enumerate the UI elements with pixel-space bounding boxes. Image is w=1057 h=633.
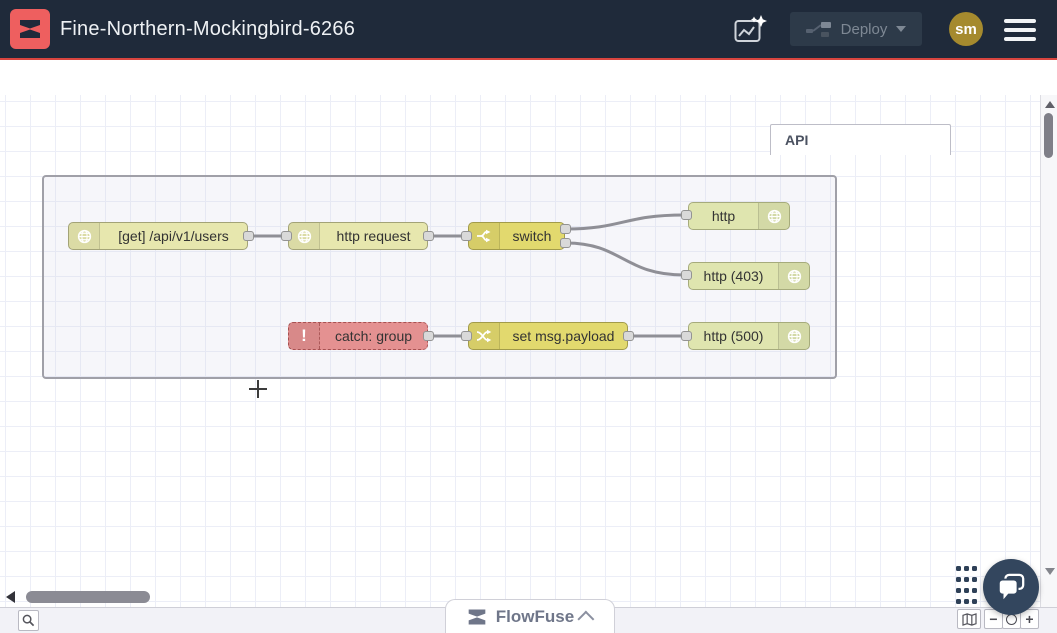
node-catch[interactable]: ! catch: group bbox=[288, 322, 428, 350]
menu-bar-icon bbox=[1004, 28, 1036, 32]
input-port[interactable] bbox=[681, 270, 692, 280]
flowfuse-brand-label: FlowFuse bbox=[496, 607, 574, 627]
globe-icon bbox=[778, 263, 809, 289]
node-label: catch: group bbox=[320, 323, 427, 349]
flow-tab-bar: Development Supplier Details OPCUA Read … bbox=[0, 60, 1057, 95]
search-icon bbox=[22, 614, 35, 627]
input-port[interactable] bbox=[461, 331, 472, 341]
input-port[interactable] bbox=[461, 231, 472, 241]
node-label: set msg.payload bbox=[500, 323, 627, 349]
switch-icon bbox=[469, 223, 500, 249]
main-menu-button[interactable] bbox=[1004, 19, 1036, 41]
node-label: http request bbox=[320, 223, 427, 249]
flow-assistant-icon[interactable] bbox=[734, 14, 768, 44]
vertical-scrollbar[interactable] bbox=[1040, 95, 1057, 607]
chat-drag-handle[interactable] bbox=[956, 566, 977, 604]
node-http-in[interactable]: [get] /api/v1/users bbox=[68, 222, 248, 250]
zoom-reset-icon bbox=[1006, 614, 1017, 625]
chevron-up-icon[interactable] bbox=[578, 611, 595, 628]
flowfuse-logo-icon bbox=[466, 607, 488, 627]
menu-bar-icon bbox=[1004, 19, 1036, 23]
tab-api[interactable]: API bbox=[770, 124, 951, 155]
node-label: http bbox=[689, 203, 758, 229]
input-port[interactable] bbox=[681, 331, 692, 341]
output-port[interactable] bbox=[423, 231, 434, 241]
output-port[interactable] bbox=[623, 331, 634, 341]
exclamation-icon: ! bbox=[289, 323, 320, 349]
globe-icon bbox=[289, 223, 320, 249]
deploy-icon bbox=[806, 21, 832, 37]
scroll-left-icon[interactable] bbox=[6, 591, 15, 603]
globe-icon bbox=[758, 203, 789, 229]
globe-icon bbox=[69, 223, 100, 249]
flowfuse-logo[interactable] bbox=[10, 9, 50, 49]
output-port[interactable] bbox=[560, 224, 571, 234]
node-label: http (500) bbox=[689, 323, 778, 349]
deploy-button[interactable]: Deploy bbox=[790, 12, 922, 46]
output-port[interactable] bbox=[560, 238, 571, 248]
user-avatar[interactable]: sm bbox=[949, 12, 983, 46]
input-port[interactable] bbox=[281, 231, 292, 241]
deploy-label: Deploy bbox=[841, 21, 888, 38]
flowfuse-footer-toggle[interactable]: FlowFuse bbox=[445, 599, 615, 633]
input-port[interactable] bbox=[681, 210, 692, 220]
header-bar: Fine-Northern-Mockingbird-6266 Deploy sm bbox=[0, 0, 1057, 58]
scroll-down-icon[interactable] bbox=[1045, 568, 1055, 575]
menu-bar-icon bbox=[1004, 37, 1036, 41]
scroll-up-icon[interactable] bbox=[1045, 101, 1055, 108]
map-icon bbox=[962, 613, 977, 626]
horizontal-scrollbar-thumb[interactable] bbox=[26, 591, 150, 603]
node-http-request[interactable]: http request bbox=[288, 222, 428, 250]
change-icon bbox=[469, 323, 500, 349]
node-http-response[interactable]: http bbox=[688, 202, 790, 230]
flowfuse-logo-mark bbox=[17, 17, 43, 41]
output-port[interactable] bbox=[423, 331, 434, 341]
output-port[interactable] bbox=[243, 231, 254, 241]
node-switch[interactable]: switch bbox=[468, 222, 565, 250]
node-change[interactable]: set msg.payload bbox=[468, 322, 628, 350]
chat-icon bbox=[995, 572, 1027, 602]
tab-label: API bbox=[785, 132, 808, 148]
node-label: switch bbox=[500, 223, 564, 249]
search-button[interactable] bbox=[18, 610, 39, 631]
vertical-scrollbar-thumb[interactable] bbox=[1044, 113, 1053, 158]
deploy-dropdown-caret-icon[interactable] bbox=[896, 26, 906, 32]
node-label: http (403) bbox=[689, 263, 778, 289]
chat-launcher-button[interactable] bbox=[983, 559, 1039, 615]
node-http-response-500[interactable]: http (500) bbox=[688, 322, 810, 350]
navigator-button[interactable] bbox=[957, 609, 981, 629]
crosshair-cursor bbox=[257, 380, 259, 398]
node-label: [get] /api/v1/users bbox=[100, 223, 247, 249]
globe-icon bbox=[778, 323, 809, 349]
page-title: Fine-Northern-Mockingbird-6266 bbox=[60, 0, 355, 58]
node-http-response-403[interactable]: http (403) bbox=[688, 262, 810, 290]
